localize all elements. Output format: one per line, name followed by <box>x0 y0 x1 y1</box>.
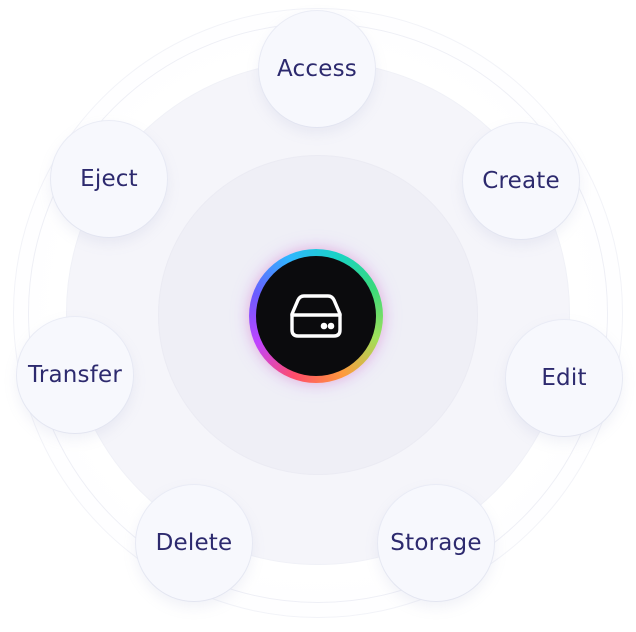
center-hub-inner <box>256 256 376 376</box>
node-delete[interactable]: Delete <box>136 485 252 601</box>
node-access[interactable]: Access <box>259 11 375 127</box>
node-transfer[interactable]: Transfer <box>17 317 133 433</box>
node-create[interactable]: Create <box>463 123 579 239</box>
node-storage[interactable]: Storage <box>378 485 494 601</box>
node-edit[interactable]: Edit <box>506 320 622 436</box>
node-eject[interactable]: Eject <box>51 121 167 237</box>
center-hub <box>249 249 383 383</box>
storage-drive-icon <box>290 294 342 338</box>
